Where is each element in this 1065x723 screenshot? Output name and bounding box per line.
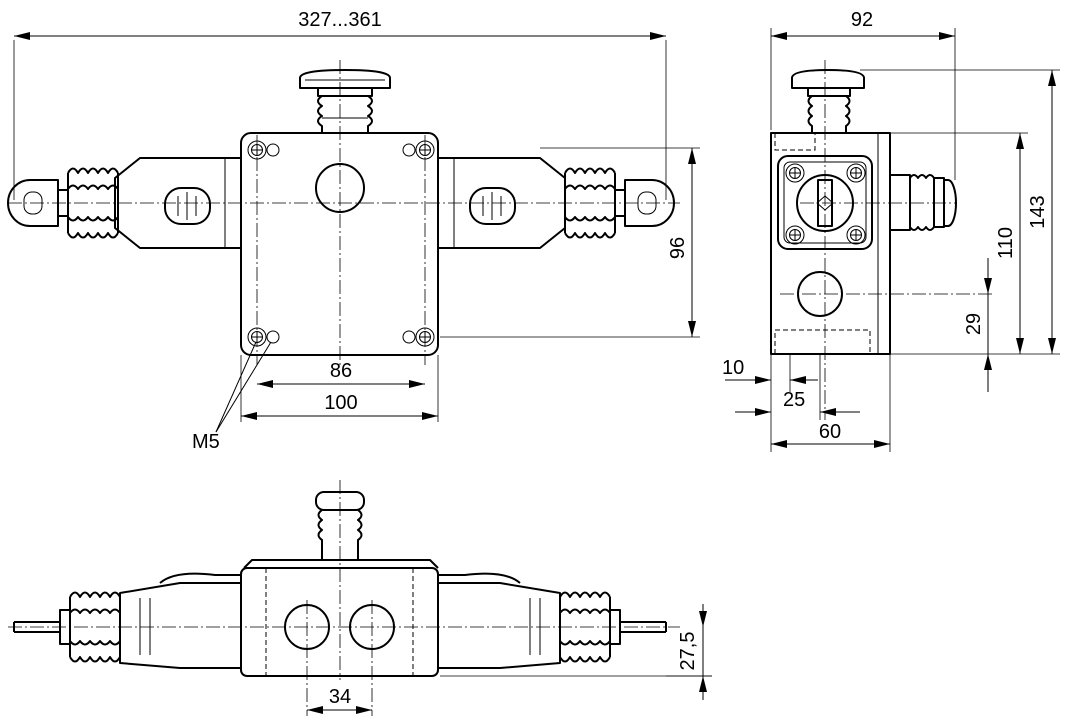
side-spring-stub bbox=[890, 174, 957, 231]
dim-60: 60 bbox=[819, 421, 841, 443]
bottom-left-arm bbox=[13, 572, 241, 669]
side-mushroom-knob bbox=[791, 69, 865, 133]
screw-icon bbox=[846, 163, 866, 183]
front-housing bbox=[240, 132, 439, 356]
bottom-right-arm bbox=[438, 572, 667, 669]
dim-25: 25 bbox=[783, 389, 805, 411]
dim-34: 34 bbox=[329, 686, 351, 708]
bottom-housing bbox=[240, 567, 439, 677]
dim-overall-length: 327...361 bbox=[298, 9, 381, 31]
side-view: 92 143 110 29 10 25 bbox=[722, 9, 1060, 452]
screw-icon bbox=[785, 225, 805, 245]
dim-10: 10 bbox=[722, 357, 744, 379]
bottom-view: 27,5 34 bbox=[8, 480, 712, 716]
front-cable-entry bbox=[315, 163, 365, 213]
dim-29: 29 bbox=[963, 313, 985, 335]
front-mushroom-knob bbox=[299, 69, 391, 133]
screw-icon bbox=[846, 225, 866, 245]
dim-143: 143 bbox=[1027, 195, 1049, 228]
dim-86: 86 bbox=[330, 360, 352, 382]
dim-100: 100 bbox=[324, 392, 357, 414]
front-left-arm bbox=[7, 157, 242, 249]
dim-96: 96 bbox=[667, 237, 689, 259]
dim-27-5: 27,5 bbox=[677, 632, 699, 671]
screw-icon bbox=[785, 163, 805, 183]
dim-110: 110 bbox=[995, 227, 1017, 259]
dim-92: 92 bbox=[851, 9, 873, 31]
label-thread: M5 bbox=[192, 431, 220, 453]
side-housing bbox=[770, 132, 891, 355]
front-view: 327...361 96 86 100 M5 bbox=[7, 9, 700, 453]
